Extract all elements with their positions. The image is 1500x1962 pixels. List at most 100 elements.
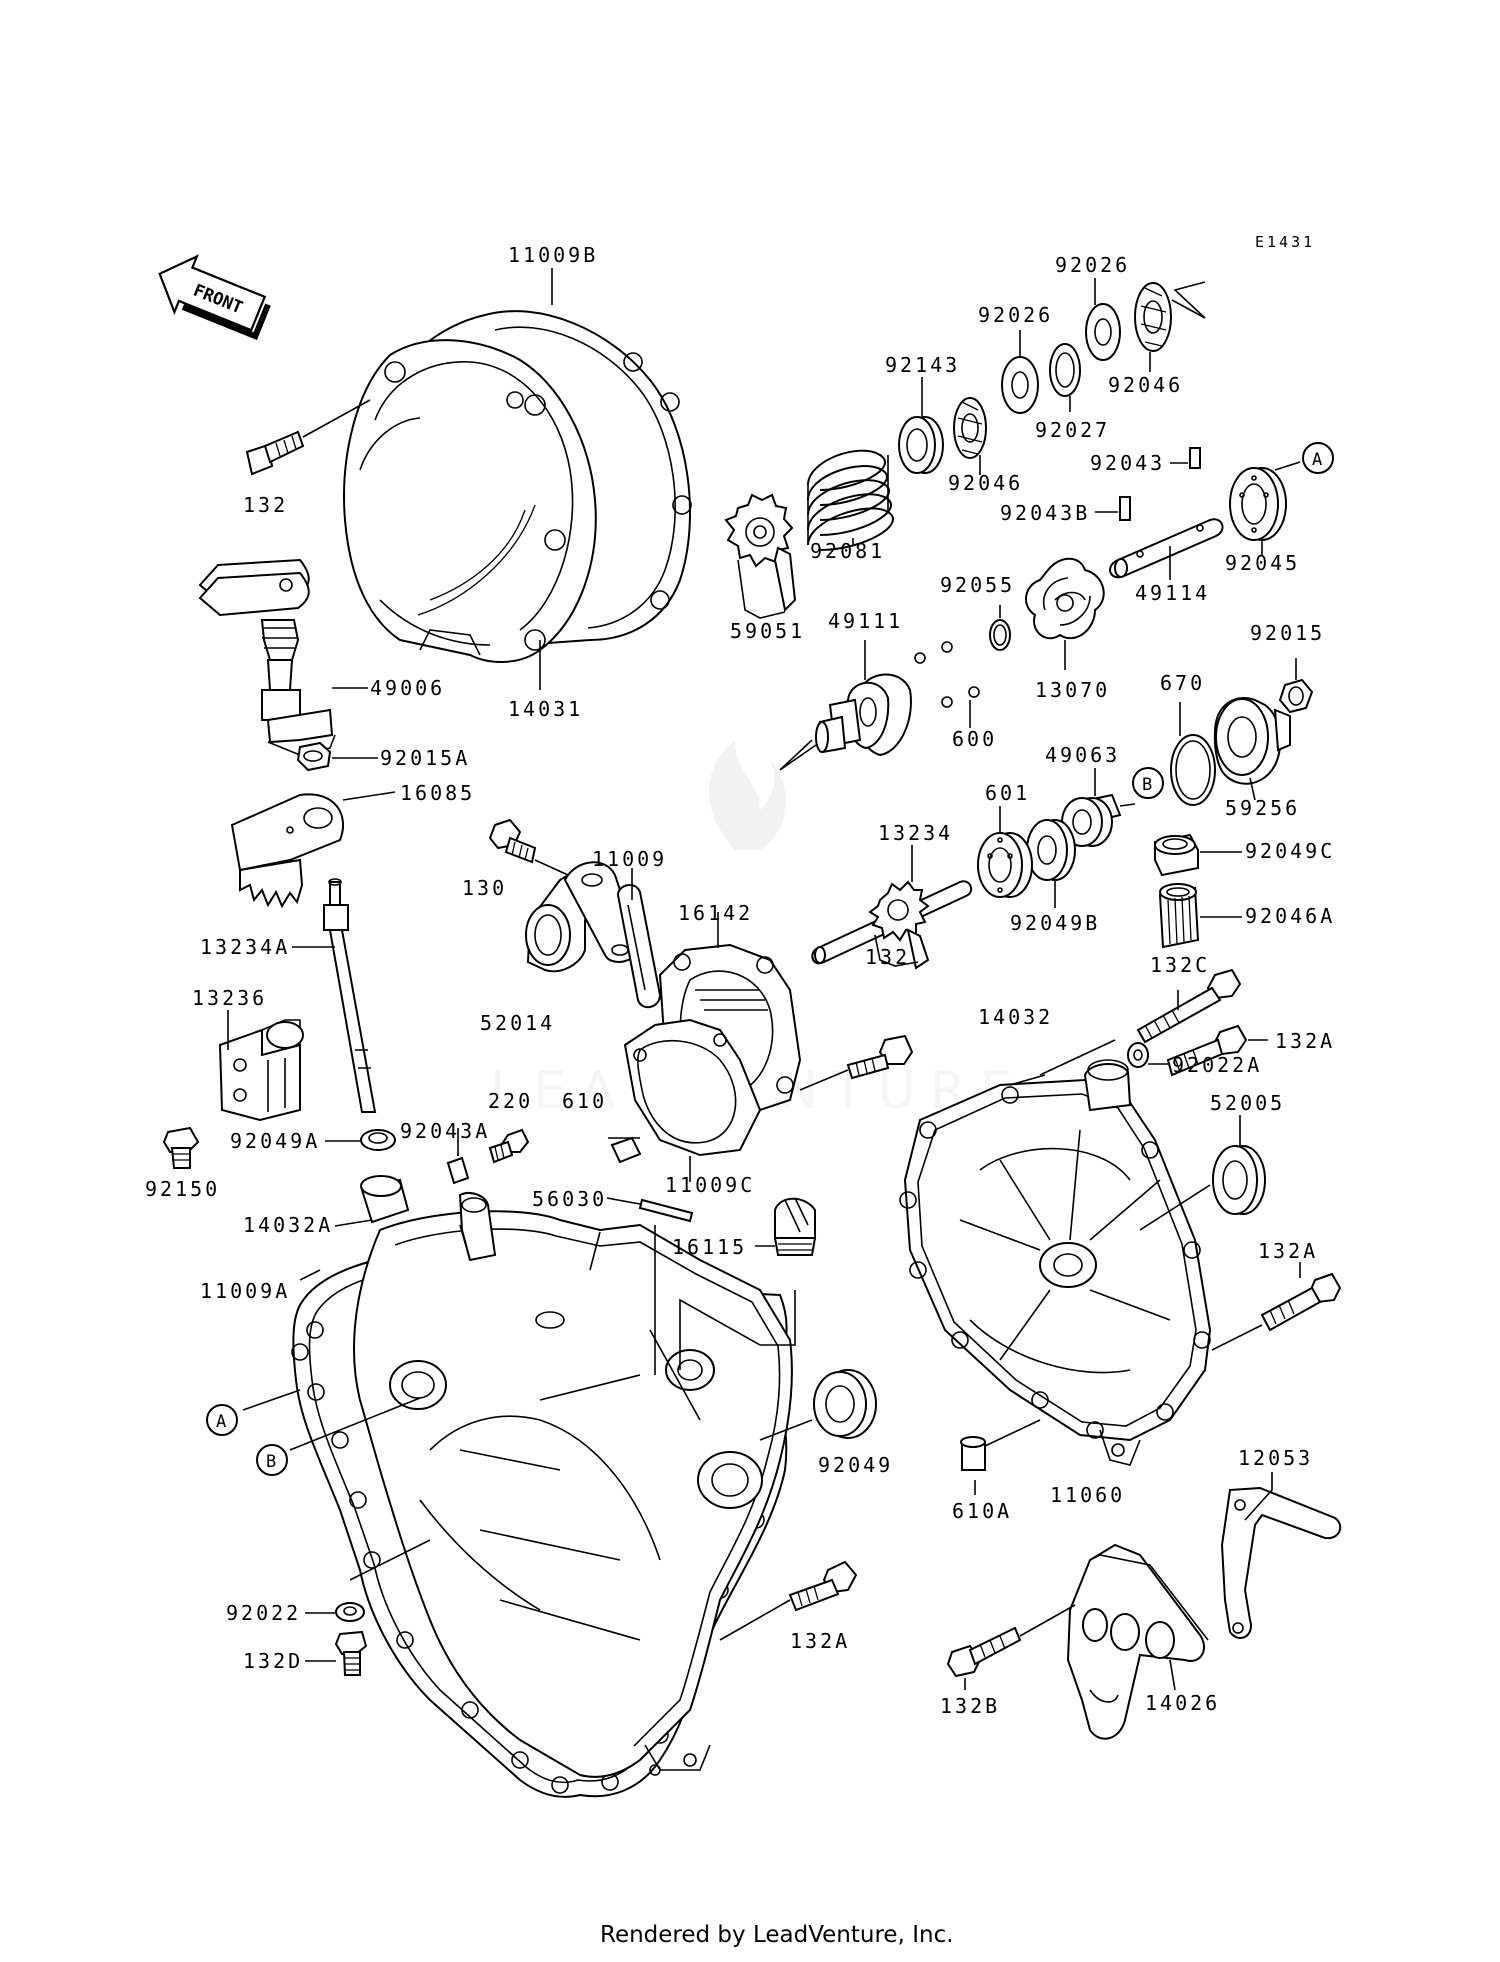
part-label-11009: 11009 [592,847,667,871]
part-label-132B: 132B [940,1694,1000,1718]
oil-cap-16115-drawing [679,1197,817,1370]
part-label-132-mid: 132 [865,945,910,969]
cap-14032A-drawing [334,1175,410,1227]
bracket-12053-drawing [1220,1472,1342,1639]
shift-bracket-13236-drawing [218,1010,304,1122]
needle-bearing-92046A-drawing [1158,883,1242,949]
oring-92055-drawing [989,605,1011,651]
callout-b-right-label: B [1142,775,1152,795]
circlip-92027-drawing [1049,343,1081,412]
part-label-11009A: 11009A [200,1279,290,1303]
callout-a-right: A [1302,442,1334,474]
part-labels: 11009B 132 49006 14031 92015A 16085 1323… [145,243,1335,1718]
part-label-13236: 13236 [192,986,267,1010]
washer-92026-lower-drawing [1001,330,1039,414]
part-label-600: 600 [952,727,997,751]
part-label-59051: 59051 [730,619,805,643]
part-label-92022: 92022 [226,1601,301,1625]
kickstarter-shaft-drawing [198,558,368,756]
oring-670-drawing [1170,702,1216,806]
part-label-14026: 14026 [1145,1691,1220,1715]
bolt-132D-drawing [305,1630,368,1676]
pin-92043-drawing [1170,447,1201,469]
part-label-92043: 92043 [1090,451,1165,475]
part-label-13234: 13234 [878,821,953,845]
callout-a-left-label: A [216,1412,226,1432]
part-label-132-top: 132 [243,493,288,517]
bolt-220-drawing [488,1128,530,1164]
part-label-49063: 49063 [1045,743,1120,767]
bearing-92045-drawing [1229,461,1301,555]
part-label-220: 220 [488,1089,533,1113]
part-label-13234A: 13234A [200,935,290,959]
part-label-130: 130 [462,876,507,900]
bolt-132C-drawing [1136,968,1242,1044]
water-pipe-52014-drawing [525,861,642,973]
seal-92049-drawing [759,1369,877,1441]
part-label-13070: 13070 [1035,678,1110,702]
part-label-92055: 92055 [940,573,1015,597]
washer-92046-upper-drawing [1134,281,1206,372]
gear-shaft-13234-drawing [811,845,973,970]
impeller-13070-drawing [1025,557,1105,670]
seal-52005-drawing [1212,1115,1266,1215]
pin-92043A-drawing [446,1128,470,1185]
part-label-92049: 92049 [818,1453,893,1477]
part-label-132A-top: 132A [1275,1029,1335,1053]
part-label-92046-lower: 92046 [948,471,1023,495]
seal-92049C-drawing [1154,833,1242,877]
callout-b-right: B [1132,767,1164,799]
seal-92049A-drawing [325,1129,396,1151]
part-label-610: 610 [562,1089,607,1113]
bolt-132B-drawing [946,1604,1076,1690]
guard-14026-drawing [1066,1543,1209,1740]
washer-92022A-drawing [1127,1042,1168,1068]
gear-59051-drawing [724,493,797,619]
leader-lines [242,268,1211,1581]
part-label-92026-upper: 92026 [1055,253,1130,277]
clutch-cover-11060-drawing [899,1059,1212,1466]
washer-92022-drawing [305,1602,365,1622]
part-label-14032: 14032 [978,1005,1053,1029]
part-label-92022A: 92022A [1172,1053,1262,1077]
part-label-52014: 52014 [480,1011,555,1035]
part-label-49114: 49114 [1135,581,1210,605]
part-label-601: 601 [985,781,1030,805]
clutch-cover-drawing [343,310,692,663]
bolt-132A-top-drawing [1166,1024,1268,1077]
part-label-14031: 14031 [508,697,583,721]
kick-pedal-drawing [230,791,396,909]
part-label-52005: 52005 [1210,1091,1285,1115]
spring-92081-drawing [807,449,894,551]
bolt-132A-right-drawing [1211,1262,1342,1351]
part-label-16085: 16085 [400,781,475,805]
part-label-92049C: 92049C [1245,839,1335,863]
part-label-610A: 610A [952,1499,1012,1523]
part-label-92046-upper: 92046 [1108,373,1183,397]
collar-92143-drawing [898,377,944,474]
part-label-56030: 56030 [532,1187,607,1211]
right-crankcase-cover-drawing [291,1192,793,1798]
part-label-92027: 92027 [1035,418,1110,442]
part-label-16142: 16142 [678,901,753,925]
part-label-92081: 92081 [810,539,885,563]
shift-shaft-13234A-drawing [292,878,377,1113]
part-label-92043B: 92043B [1000,501,1090,525]
part-label-92043A: 92043A [400,1119,490,1143]
part-label-132A-bottom: 132A [790,1629,850,1653]
part-label-670: 670 [1160,671,1205,695]
part-label-49006: 49006 [370,676,445,700]
part-label-132C: 132C [1150,953,1210,977]
part-label-11009B: 11009B [508,243,598,267]
nut-92015A-drawing [296,741,378,772]
part-label-92046A: 92046A [1245,904,1335,928]
footer-credit: Rendered by LeadVenture, Inc. [600,1922,954,1948]
part-label-92049A: 92049A [230,1129,320,1153]
shaft-49114-drawing [1109,518,1224,580]
part-label-12053: 12053 [1238,1446,1313,1470]
pin-92043B-drawing [1095,496,1131,521]
part-label-59256: 59256 [1225,796,1300,820]
bolt-132-mid-drawing [799,1034,914,1091]
part-label-92026-lower: 92026 [978,303,1053,327]
